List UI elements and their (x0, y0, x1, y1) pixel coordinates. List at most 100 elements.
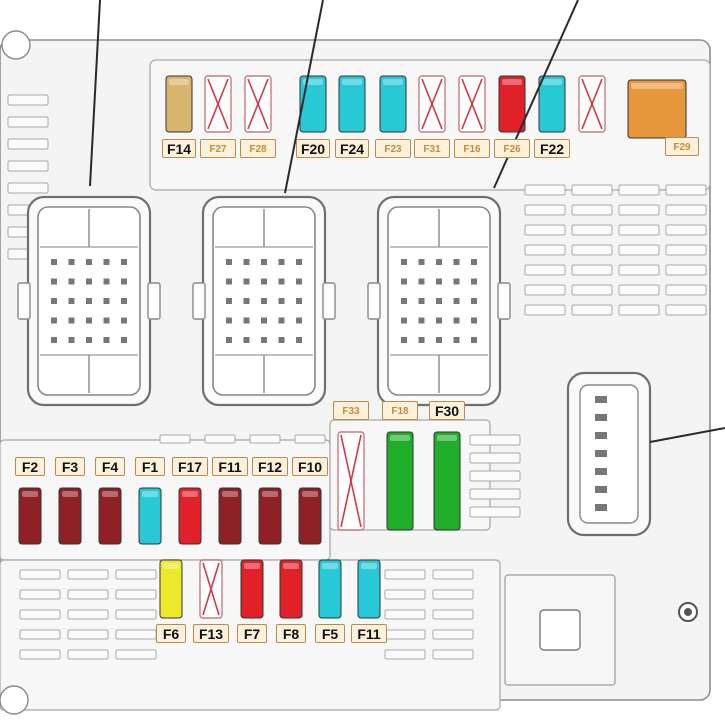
connector-pin (471, 278, 477, 285)
fuse-label: F6 (156, 624, 186, 643)
fuse-highlight (383, 79, 403, 85)
fuse-body (165, 75, 193, 133)
vent-slot (524, 184, 566, 196)
vent-slot (67, 589, 109, 600)
vent-slot (19, 569, 61, 580)
connector-pin (401, 298, 407, 304)
connector-latch (147, 282, 161, 320)
fuse (240, 559, 264, 619)
fuse-highlight (262, 491, 278, 497)
connector-pin (51, 317, 57, 324)
connector-pin (436, 259, 442, 265)
empty-fuse-slot (199, 559, 223, 619)
connector-pin (471, 259, 477, 265)
vent-slot (159, 434, 191, 444)
vent-slot (19, 589, 61, 600)
fuse-body (433, 431, 461, 531)
vent-slot (7, 116, 49, 128)
slot-cross (340, 434, 362, 528)
vent-slot (115, 589, 157, 600)
connector-pin (453, 278, 460, 285)
slot-cross (202, 562, 220, 616)
fuse-body (498, 75, 526, 133)
vent-slot (469, 506, 521, 518)
connector-pin (278, 278, 285, 285)
fuse-highlight (283, 563, 299, 569)
connector-pin (436, 317, 442, 324)
fuse-highlight (182, 491, 198, 497)
fuse (299, 75, 327, 133)
vent-slot (524, 304, 566, 316)
fuse-label: F23 (375, 139, 411, 158)
fuse-body (98, 487, 122, 545)
vent-slot (571, 264, 613, 276)
fuse-body (386, 431, 414, 531)
connector-pin (68, 298, 75, 304)
vent-slot (571, 304, 613, 316)
vent-slot (67, 629, 109, 640)
vent-slot (665, 204, 707, 216)
fuse-label: F29 (665, 137, 699, 156)
slot-cross (461, 78, 483, 130)
fuse-label: F12 (252, 457, 288, 476)
connector-pin (595, 450, 607, 457)
vent-slot (115, 609, 157, 620)
vent-slot (571, 184, 613, 196)
fuse-label: F27 (200, 139, 236, 158)
connector-pin (68, 317, 75, 324)
connector-pin (418, 259, 425, 265)
connector-pin (51, 298, 57, 304)
connector-pin (121, 259, 127, 265)
mounting-hole (0, 685, 29, 715)
bottom-vent-slots (19, 569, 157, 660)
vent-slot (524, 284, 566, 296)
fuse (433, 431, 461, 531)
connector-pin (401, 278, 407, 285)
fuse-highlight (631, 83, 683, 89)
fuse-highlight (322, 563, 338, 569)
vent-slot (7, 94, 49, 106)
fuse (379, 75, 407, 133)
vent-slot (67, 569, 109, 580)
fuse-label: F28 (240, 139, 276, 158)
fuse-label: F18 (382, 401, 418, 420)
vent-slot (115, 629, 157, 640)
connector-pin (595, 414, 607, 421)
slot-cross (247, 78, 269, 130)
fuse-label: F20 (296, 139, 330, 158)
fuse-body (18, 487, 42, 545)
empty-fuse-slot (337, 431, 365, 531)
connector-pin (278, 337, 285, 343)
connector-pin (261, 337, 267, 343)
connector-latch (367, 282, 381, 320)
vent-slot (432, 589, 474, 600)
connector-pin (595, 504, 607, 511)
connector-pin (68, 278, 75, 285)
fuse (279, 559, 303, 619)
connector-pin (418, 337, 425, 343)
fuse-label: F1 (135, 457, 165, 476)
right-vent-slots (524, 184, 707, 316)
connector-pin (261, 278, 267, 285)
connector-pin (401, 259, 407, 265)
fuse-body (379, 75, 407, 133)
fuse-label: F22 (534, 139, 570, 158)
fuse (538, 75, 566, 133)
vent-slot (19, 609, 61, 620)
connector-pin (86, 278, 92, 285)
connector-pin (261, 317, 267, 324)
fuse (159, 559, 183, 619)
connector-pin (296, 317, 302, 324)
vent-slot (67, 649, 109, 660)
fuse-highlight (342, 79, 362, 85)
vent-slot (665, 264, 707, 276)
fuse-body (58, 487, 82, 545)
connector-pin (595, 432, 607, 439)
connector-pin (453, 298, 460, 304)
connector-pin (86, 317, 92, 324)
connector-pin (103, 337, 110, 343)
vent-slot (7, 160, 49, 172)
connector-pin (103, 278, 110, 285)
fuse-body (298, 487, 322, 545)
